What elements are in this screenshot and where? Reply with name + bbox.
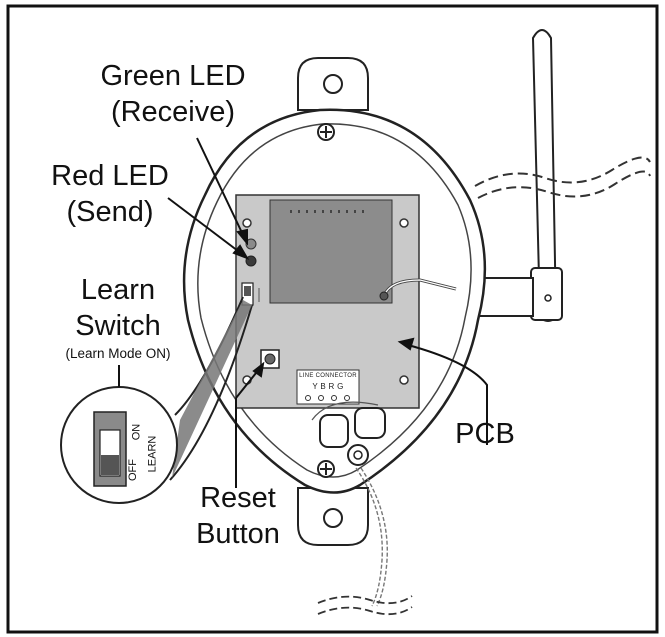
red-led-label-line2: (Send) (66, 196, 154, 228)
line-connector (296, 369, 360, 405)
leader-lines (118, 137, 488, 488)
learn-switch-label-line2: Switch (75, 310, 161, 342)
green-led (245, 238, 257, 250)
learn-mode-note: (Learn Mode ON) (65, 346, 171, 361)
connector-label-line2: Y B R G (312, 382, 344, 391)
inset-on-text: ON (130, 423, 143, 441)
connector-label-line1: LINE CONNECTOR (299, 373, 357, 379)
enclosure-screw-top (317, 123, 335, 141)
enclosure-screw-bottom (317, 460, 335, 478)
cable-glands (311, 401, 386, 466)
green-led-label-line1: Green LED (100, 60, 246, 92)
pcb-module (269, 199, 393, 304)
pcb-mounting-holes (242, 218, 409, 385)
reset-button-label-line2: Button (196, 518, 280, 550)
inset-learn-text: LEARN (146, 435, 159, 473)
bottom-cable (355, 467, 388, 607)
pcb-module-pins (290, 210, 364, 213)
learn-switch-label-line1: Learn (80, 274, 156, 306)
learn-switch-inset (60, 296, 253, 504)
mounting-tab-bottom (297, 487, 369, 546)
mounting-tab-top (297, 57, 369, 111)
bottom-cable-break (317, 595, 413, 616)
green-led-label-line2: (Receive) (110, 96, 236, 128)
cable-break-lines (474, 156, 651, 199)
inset-off-text: OFF (127, 459, 139, 481)
pcb-label: PCB (455, 418, 515, 450)
red-led-label-line1: Red LED (51, 160, 169, 192)
red-led (245, 255, 257, 267)
reset-button-label-line1: Reset (200, 482, 276, 514)
